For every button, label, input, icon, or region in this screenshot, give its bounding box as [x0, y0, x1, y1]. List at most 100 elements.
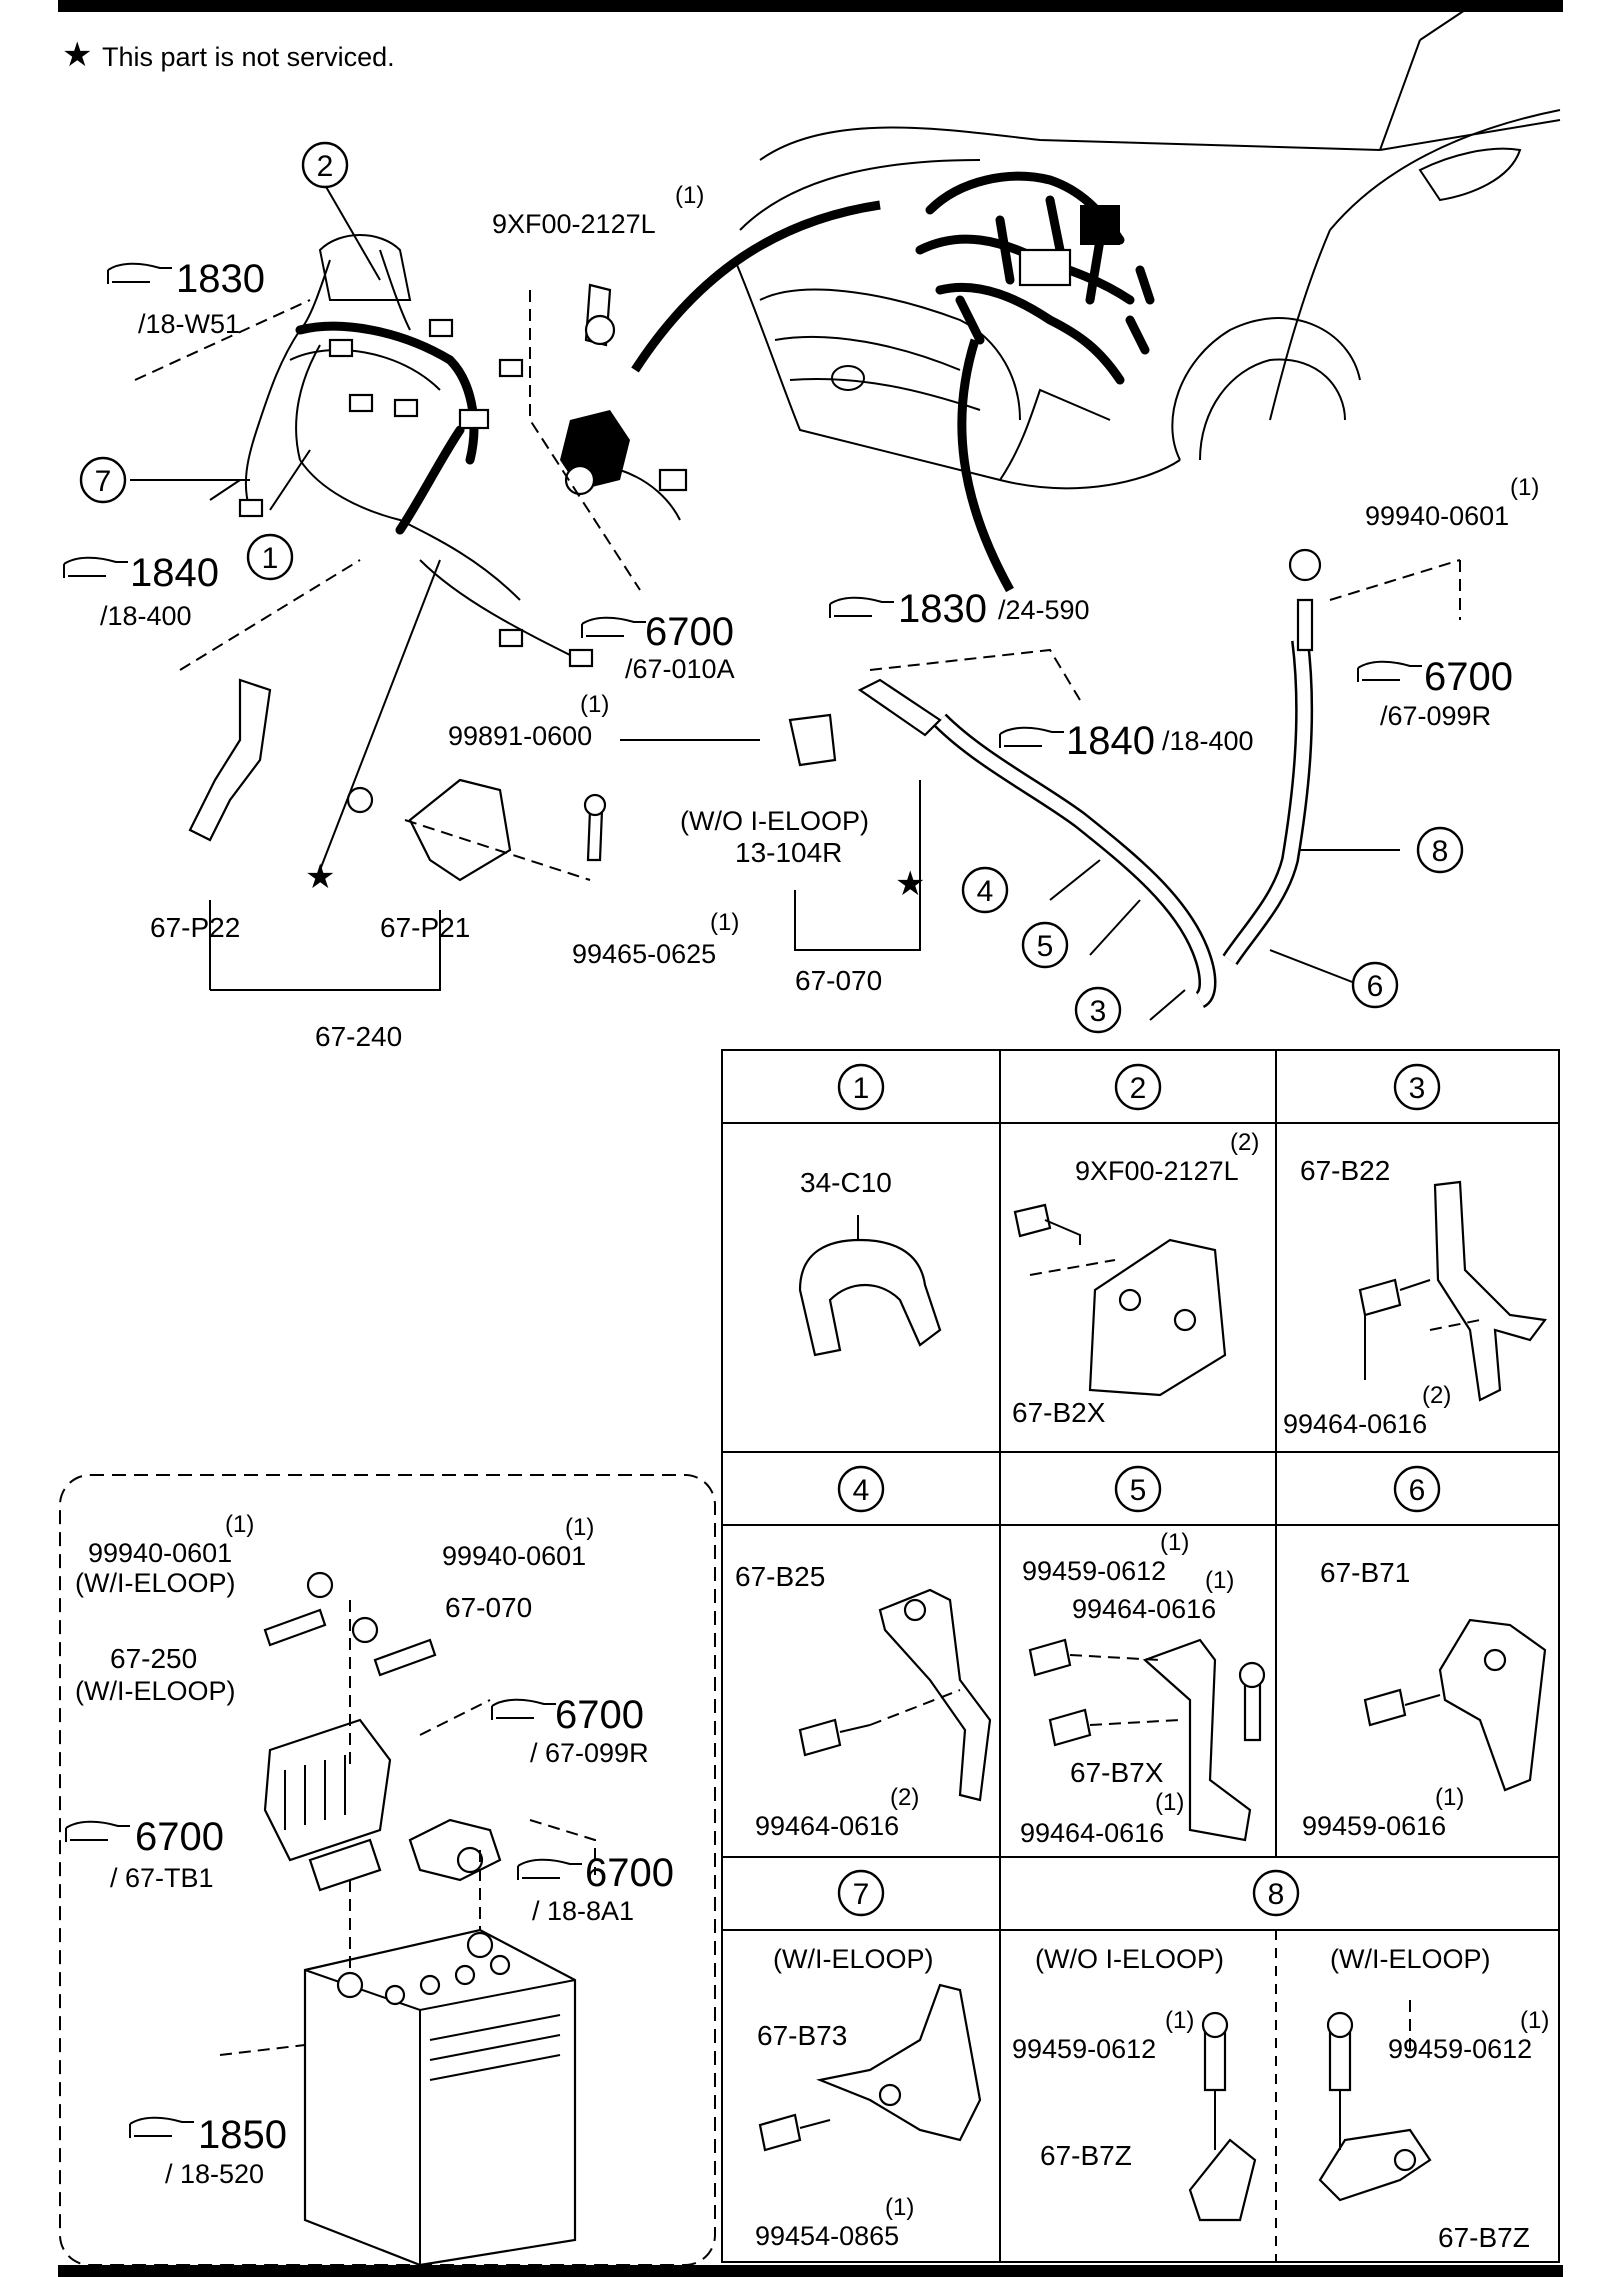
svg-text:/ 18-520: / 18-520: [165, 2159, 264, 2189]
cell-3-bracket: 67-B22 (2) 99464-0616: [1283, 1155, 1547, 1439]
ref-6700-099r-battery[interactable]: 6700 / 67-099R: [491, 1693, 649, 1768]
qty: (1): [1155, 1789, 1184, 1816]
part-99891-0600: 99891-0600: [448, 721, 592, 751]
cell-2-bracket: (2) 9XF00-2127L 67-B2X: [1012, 1129, 1259, 1428]
callout-6[interactable]: 6: [1351, 961, 1399, 1009]
part-67-b73: 67-B73: [757, 2020, 847, 2051]
top-border-bar: [58, 0, 1563, 12]
condition: (W/O I-ELOOP): [1035, 1944, 1224, 1974]
svg-text:7: 7: [95, 465, 112, 498]
cell-5-bracket: (1) 99459-0612 (1) 99464-0616 67-B7X (1)…: [1020, 1529, 1266, 1848]
svg-text:1840: 1840: [1066, 719, 1155, 763]
ref-1840-400-left[interactable]: 1840 /18-400: [63, 551, 219, 631]
cell-7-bracket: (W/I-ELOOP) 67-B73 (1) 99454-0865: [755, 1944, 982, 2251]
qty: (1): [885, 2194, 914, 2221]
part-67-240: 67-240: [315, 1021, 402, 1052]
note-star: ★: [62, 36, 92, 74]
svg-text:6700: 6700: [645, 610, 734, 654]
ref-6700-099r-top[interactable]: 6700 /67-099R: [1357, 655, 1513, 731]
qty: (2): [1230, 1129, 1259, 1156]
pointing-hand-icon: [517, 1858, 582, 1880]
part-67-p21: 67-P21: [380, 912, 470, 943]
svg-text:2: 2: [1130, 1072, 1147, 1105]
ref-6700-tb1[interactable]: 6700 / 67-TB1: [65, 1815, 224, 1893]
cell-8-left-bracket: (W/O I-ELOOP) (1) 99459-0612 67-B7Z: [1012, 1944, 1257, 2222]
svg-text:1830: 1830: [898, 587, 987, 631]
callout-5[interactable]: 5: [1021, 921, 1069, 969]
svg-text:/18-400: /18-400: [100, 601, 192, 631]
table-head-2: 2: [1114, 1063, 1162, 1111]
part-99454-0865: 99454-0865: [755, 2221, 899, 2251]
cell-8-right-bracket: (W/I-ELOOP) (1) 99459-0612 67-B7Z: [1318, 1944, 1549, 2253]
part-13-104r-condition: (W/O I-ELOOP): [680, 806, 869, 836]
qty: (1): [1205, 1567, 1234, 1594]
part-9xf00-2127l: 9XF00-2127L: [492, 209, 656, 239]
svg-text:2: 2: [317, 150, 334, 183]
svg-text:6: 6: [1367, 970, 1384, 1003]
svg-text:1840: 1840: [130, 551, 219, 595]
ref-1830-w51[interactable]: 1830 /18-W51: [107, 257, 265, 339]
callout-2[interactable]: 2: [301, 141, 349, 189]
part-99459-0616: 99459-0616: [1302, 1811, 1446, 1841]
ref-1840-400-right[interactable]: 1840 /18-400: [999, 719, 1254, 763]
not-serviced-star: ★: [895, 865, 925, 903]
part-67-b7z: 67-B7Z: [1040, 2140, 1132, 2171]
ref-6700-010a[interactable]: 6700 /67-010A: [581, 610, 735, 684]
part-67-250: 67-250: [110, 1643, 197, 1674]
qty-99940-0601: (1): [1510, 474, 1539, 501]
pointing-hand-icon: [107, 262, 172, 284]
pointing-hand-icon: [581, 616, 646, 638]
bottom-border-bar: [58, 2265, 1563, 2277]
callout-3[interactable]: 3: [1074, 986, 1122, 1034]
svg-text:6700: 6700: [555, 1693, 644, 1737]
table-head-8: 8: [1252, 1869, 1300, 1917]
part-99940-0601: 99940-0601: [1365, 501, 1509, 531]
callout-4[interactable]: 4: [961, 866, 1009, 914]
svg-text:/ 18-8A1: / 18-8A1: [532, 1896, 634, 1926]
callout-8[interactable]: 8: [1416, 826, 1464, 874]
part-99464-0616: 99464-0616: [1072, 1594, 1216, 1624]
part-67-p22: 67-P22: [150, 912, 240, 943]
svg-text:1: 1: [853, 1072, 870, 1105]
svg-text:6700: 6700: [135, 1815, 224, 1859]
svg-text:/18-W51: /18-W51: [138, 309, 240, 339]
part-67-b71: 67-B71: [1320, 1557, 1410, 1588]
part-67-b7x: 67-B7X: [1070, 1757, 1164, 1788]
part-9xf00-2127l: 9XF00-2127L: [1075, 1156, 1239, 1186]
svg-text:6: 6: [1409, 1474, 1426, 1507]
qty: (2): [1422, 1382, 1451, 1409]
qty: (2): [890, 1784, 919, 1811]
svg-text:1: 1: [262, 542, 279, 575]
ref-1830-590[interactable]: 1830 /24-590: [829, 587, 1090, 631]
svg-text:/67-010A: /67-010A: [625, 654, 735, 684]
svg-text:/18-400: /18-400: [1162, 726, 1254, 756]
svg-text:8: 8: [1268, 1878, 1285, 1911]
part-13-104r: 13-104R: [735, 837, 842, 868]
callout-7[interactable]: 7: [79, 456, 127, 504]
battery-cables-illustration: [788, 548, 1322, 1009]
svg-text:5: 5: [1037, 930, 1054, 963]
part-99464-0616: 99464-0616: [1283, 1409, 1427, 1439]
ref-1850-520[interactable]: 1850 / 18-520: [129, 2113, 287, 2189]
dashed-leaders: [134, 290, 1461, 2050]
svg-text:6700: 6700: [1424, 655, 1513, 699]
part-67-b25: 67-B25: [735, 1561, 825, 1592]
qty-9xf00-2127l: (1): [675, 182, 704, 209]
cell-1-clip: 34-C10: [798, 1167, 942, 1357]
table-head-6: 6: [1393, 1465, 1441, 1513]
pointing-hand-icon: [65, 1820, 130, 1842]
pointing-hand-icon: [63, 556, 128, 578]
leader-lines: [130, 184, 1400, 1021]
detail-table: [721, 1049, 1560, 2263]
table-head-5: 5: [1114, 1465, 1162, 1513]
part-99940-0601: 99940-0601: [442, 1541, 586, 1571]
ref-6700-8a1[interactable]: 6700 / 18-8A1: [517, 1851, 674, 1926]
table-head-3: 3: [1393, 1063, 1441, 1111]
svg-text:1830: 1830: [176, 257, 265, 301]
callout-1[interactable]: 1: [246, 533, 294, 581]
svg-text:5: 5: [1130, 1474, 1147, 1507]
svg-text:3: 3: [1409, 1072, 1426, 1105]
vehicle-illustration: [631, 0, 1561, 593]
qty-99465-0625: (1): [710, 909, 739, 936]
not-serviced-star: ★: [305, 858, 335, 896]
